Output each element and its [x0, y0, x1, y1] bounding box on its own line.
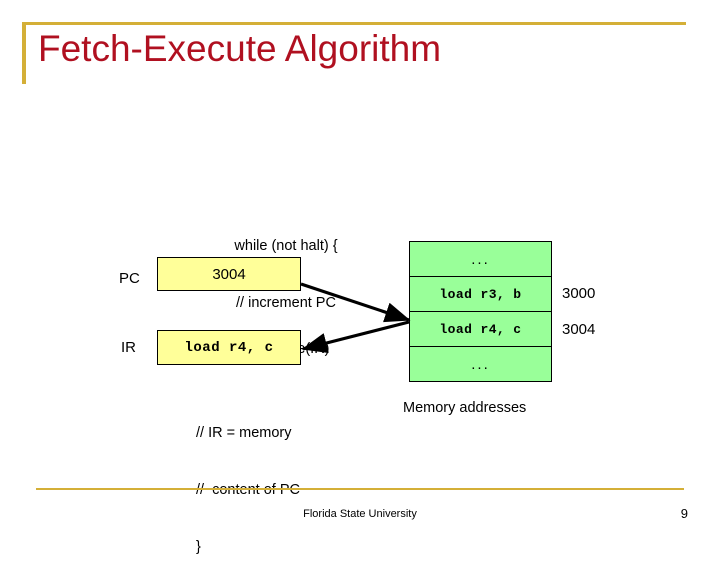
footer-organization: Florida State University — [303, 508, 417, 520]
memory-row: load r3, b — [410, 277, 551, 312]
pc-register-box: 3004 — [157, 257, 301, 291]
ir-register-label: IR — [121, 339, 136, 356]
footer-divider — [36, 488, 684, 490]
memory-row: ... — [410, 242, 551, 277]
pc-register-value: 3004 — [212, 265, 246, 283]
memory-addresses-caption: Memory addresses — [403, 400, 527, 416]
memory-cell-content: load r3, b — [439, 286, 522, 302]
pseudocode-line-while: while (not halt) { — [234, 238, 338, 254]
title-banner: Fetch-Execute Algorithm — [22, 22, 686, 84]
footer-page-number: 9 — [680, 506, 688, 521]
pc-register-label: PC — [119, 270, 140, 287]
pseudocode-line-content-of-pc: // content of PC — [196, 482, 300, 498]
memory-address-label: 3000 — [562, 285, 596, 302]
ir-register-box: load r4, c — [157, 330, 301, 365]
pseudocode-line-close-brace: } — [196, 539, 201, 555]
memory-row: ... — [410, 347, 551, 381]
memory-row: load r4, c — [410, 312, 551, 347]
page-title: Fetch-Execute Algorithm — [38, 28, 442, 69]
pseudocode-bottom: // IR = memory // content of PC } — [196, 386, 406, 576]
memory-cell-content: ... — [471, 355, 490, 373]
memory-address-label: 3004 — [562, 321, 596, 338]
pseudocode-line-ir-memory: // IR = memory — [196, 425, 292, 441]
memory-cell-content: ... — [471, 250, 490, 268]
memory-cell-content: load r4, c — [439, 321, 522, 337]
memory-table: ... load r3, b load r4, c ... — [409, 241, 552, 382]
ir-register-value: load r4, c — [184, 339, 274, 356]
